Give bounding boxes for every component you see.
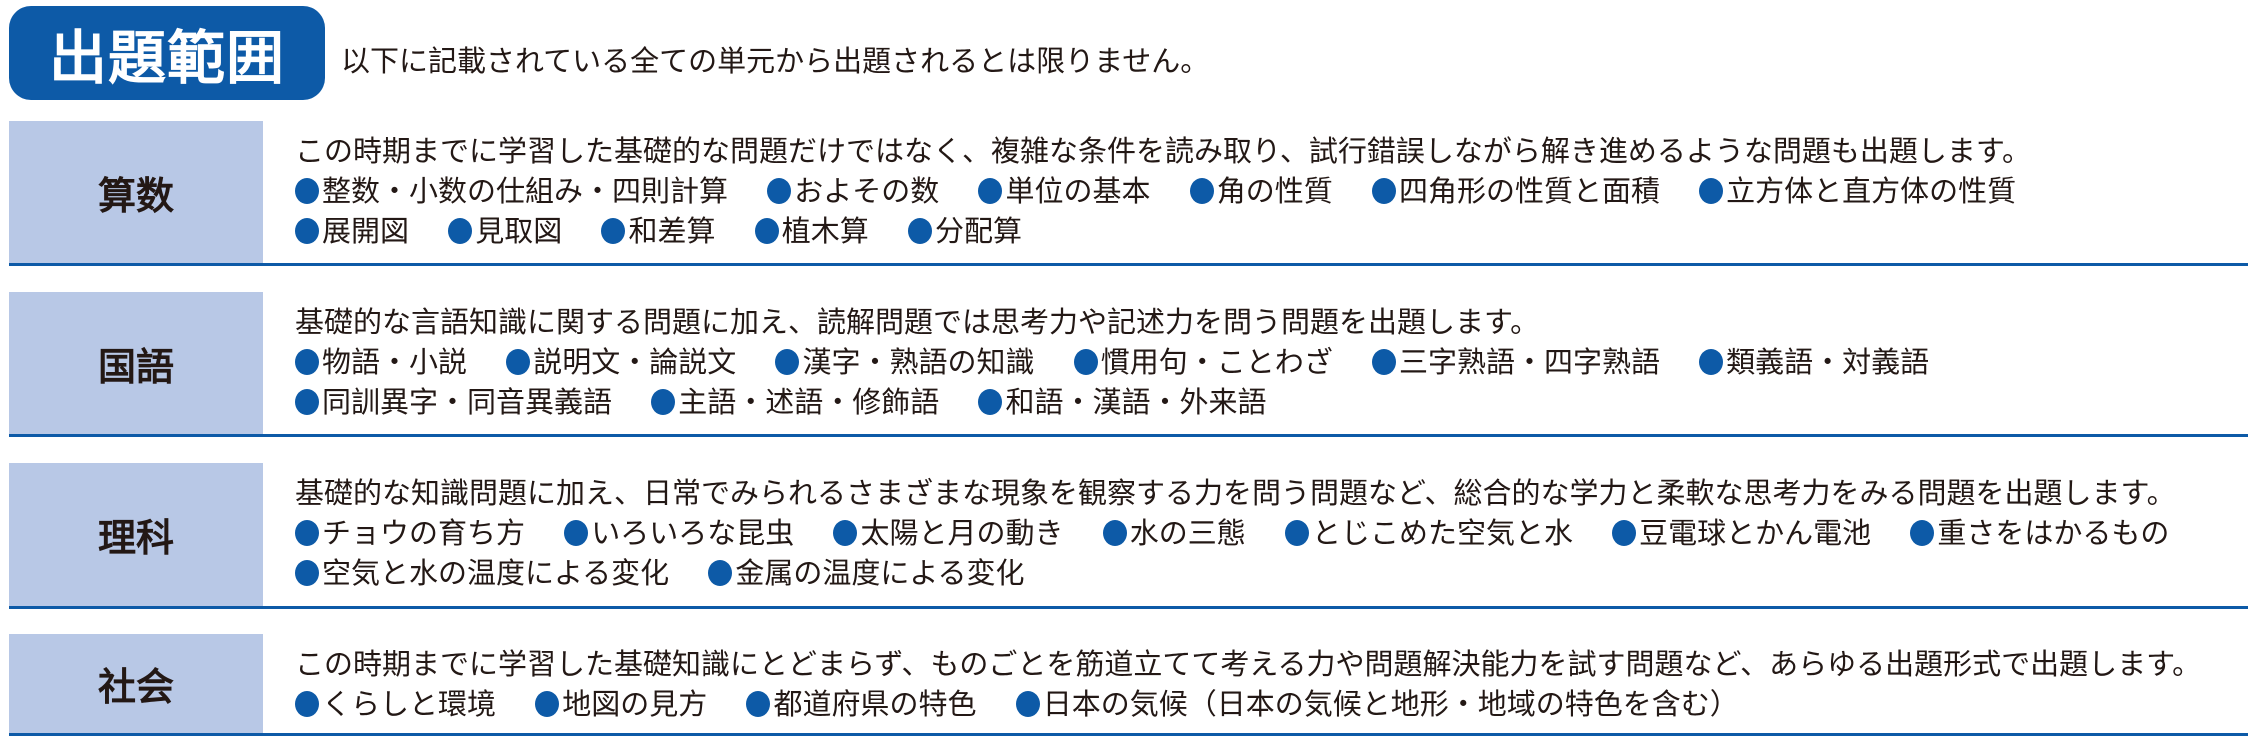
bullet-dot-icon: [746, 691, 771, 717]
bullet-dot-icon: [754, 218, 779, 244]
topic-item: 説明文・論説文: [506, 342, 736, 382]
subject-label: 算数: [9, 121, 263, 263]
section-content: この時期までに学習した基礎知識にとどまらず、ものごとを筋道立てて考える力や問題解…: [263, 634, 2201, 733]
topic-item: 整数・小数の仕組み・四則計算: [295, 171, 728, 211]
bullet-dot-icon: [535, 691, 560, 717]
subject-label: 理科: [9, 463, 263, 606]
topic-item: とじこめた空気と水: [1284, 513, 1573, 553]
section-science: 理科 基礎的な知識問題に加え、日常でみられるさまざまな現象を観察する力を問う問題…: [9, 463, 2248, 609]
topic-item: 分配算: [907, 211, 1022, 251]
topic-item: 豆電球とかん電池: [1612, 513, 1871, 553]
bullet-dot-icon: [601, 218, 626, 244]
section-description: この時期までに学習した基礎知識にとどまらず、ものごとを筋道立てて考える力や問題解…: [295, 647, 2202, 681]
section-japanese: 国語 基礎的な言語知識に関する問題に加え、読解問題では思考力や記述力を問う問題を…: [9, 292, 2248, 437]
topic-item: 重さをはかるもの: [1910, 513, 2169, 553]
bullet-dot-icon: [775, 349, 800, 375]
bullet-dot-icon: [1102, 520, 1127, 546]
bullet-dot-icon: [1612, 520, 1637, 546]
topic-item: 慣用句・ことわざ: [1073, 342, 1333, 382]
bullet-dot-icon: [978, 178, 1003, 204]
topic-item: 漢字・熟語の知識: [775, 342, 1034, 382]
bullet-dot-icon: [506, 349, 531, 375]
topic-line: チョウの育ち方 いろいろな昆虫 太陽と月の動き 水の三態 とじこめた空気と水 豆…: [295, 513, 2199, 553]
bullet-dot-icon: [1910, 520, 1935, 546]
topic-item: いろいろな昆虫: [564, 513, 794, 553]
bullet-dot-icon: [833, 520, 858, 546]
bullet-dot-icon: [295, 560, 319, 586]
topic-item: くらしと環境: [295, 684, 496, 724]
topic-item: 都道府県の特色: [746, 684, 976, 724]
topic-line: 物語・小説 説明文・論説文 漢字・熟語の知識 慣用句・ことわざ 三字熟語・四字熟…: [295, 342, 1959, 382]
section-description: 基礎的な知識問題に加え、日常でみられるさまざまな現象を観察する力を問う問題など、…: [295, 476, 2176, 510]
section-description: この時期までに学習した基礎的な問題だけではなく、複雑な条件を読み取り、試行錯誤し…: [295, 134, 2031, 168]
topic-item: 太陽と月の動き: [833, 513, 1063, 553]
topic-item: 水の三態: [1102, 513, 1246, 553]
topic-item: 三字熟語・四字熟語: [1371, 342, 1660, 382]
bullet-dot-icon: [708, 560, 733, 586]
section-content: 基礎的な知識問題に加え、日常でみられるさまざまな現象を観察する力を問う問題など、…: [263, 463, 2199, 606]
topic-item: 金属の温度による変化: [708, 553, 1025, 593]
subject-label: 社会: [9, 634, 263, 733]
topic-line: くらしと環境 地図の見方 都道府県の特色 日本の気候（日本の気候と地形・地域の特…: [295, 684, 2201, 724]
bullet-dot-icon: [295, 178, 319, 204]
section-math: 算数 この時期までに学習した基礎的な問題だけではなく、複雑な条件を読み取り、試行…: [9, 121, 2248, 266]
bullet-dot-icon: [1015, 691, 1040, 717]
bullet-dot-icon: [1073, 349, 1098, 375]
topic-line: 整数・小数の仕組み・四則計算 およその数 単位の基本 角の性質 四角形の性質と面…: [295, 171, 2046, 211]
bullet-dot-icon: [295, 389, 319, 415]
header-note: 以下に記載されている全ての単元から出題されるとは限りません。: [341, 44, 1210, 78]
subject-label: 国語: [9, 292, 263, 434]
topic-item: およその数: [767, 171, 939, 211]
bullet-dot-icon: [1189, 178, 1214, 204]
topic-item: 四角形の性質と面積: [1371, 171, 1660, 211]
topic-item: 和語・漢語・外来語: [978, 382, 1266, 422]
section-content: この時期までに学習した基礎的な問題だけではなく、複雑な条件を読み取り、試行錯誤し…: [263, 121, 2046, 263]
topic-item: 類義語・対義語: [1699, 342, 1929, 382]
bullet-dot-icon: [1371, 349, 1396, 375]
bullet-dot-icon: [907, 218, 932, 244]
topic-item: 空気と水の温度による変化: [295, 553, 669, 593]
bullet-dot-icon: [295, 218, 319, 244]
bullet-dot-icon: [448, 218, 473, 244]
topic-item: 展開図: [295, 211, 409, 251]
bullet-dot-icon: [564, 520, 589, 546]
bullet-dot-icon: [651, 389, 676, 415]
bullet-dot-icon: [1699, 178, 1724, 204]
topic-line: 同訓異字・同音異義語 主語・述語・修飾語 和語・漢語・外来語: [295, 382, 1959, 422]
topic-item: 和差算: [601, 211, 715, 251]
topic-item: 見取図: [448, 211, 562, 251]
topic-item: 単位の基本: [978, 171, 1150, 211]
topic-item: 地図の見方: [535, 684, 707, 724]
bullet-dot-icon: [295, 520, 319, 546]
topic-line: 展開図 見取図 和差算 植木算 分配算: [295, 211, 2046, 251]
bullet-dot-icon: [295, 691, 319, 717]
topic-item: 日本の気候（日本の気候と地形・地域の特色を含む）: [1015, 684, 1739, 724]
page-title-badge: 出題範囲: [9, 6, 325, 100]
section-content: 基礎的な言語知識に関する問題に加え、読解問題では思考力や記述力を問う問題を出題し…: [263, 292, 1959, 434]
topic-item: 物語・小説: [295, 342, 467, 382]
topic-line: 空気と水の温度による変化 金属の温度による変化: [295, 553, 2199, 593]
bullet-dot-icon: [767, 178, 792, 204]
topic-item: 同訓異字・同音異義語: [295, 382, 612, 422]
topic-item: 植木算: [754, 211, 869, 251]
topic-item: 主語・述語・修飾語: [651, 382, 939, 422]
bullet-dot-icon: [978, 389, 1003, 415]
topic-item: チョウの育ち方: [295, 513, 525, 553]
bullet-dot-icon: [1284, 520, 1309, 546]
topic-item: 角の性質: [1189, 171, 1333, 211]
header: 出題範囲 以下に記載されている全ての単元から出題されるとは限りません。: [9, 6, 1209, 100]
bullet-dot-icon: [1371, 178, 1396, 204]
bullet-dot-icon: [295, 349, 319, 375]
topic-item: 立方体と直方体の性質: [1699, 171, 2016, 211]
section-description: 基礎的な言語知識に関する問題に加え、読解問題では思考力や記述力を問う問題を出題し…: [295, 305, 1540, 339]
section-social-studies: 社会 この時期までに学習した基礎知識にとどまらず、ものごとを筋道立てて考える力や…: [9, 634, 2248, 736]
bullet-dot-icon: [1699, 349, 1724, 375]
